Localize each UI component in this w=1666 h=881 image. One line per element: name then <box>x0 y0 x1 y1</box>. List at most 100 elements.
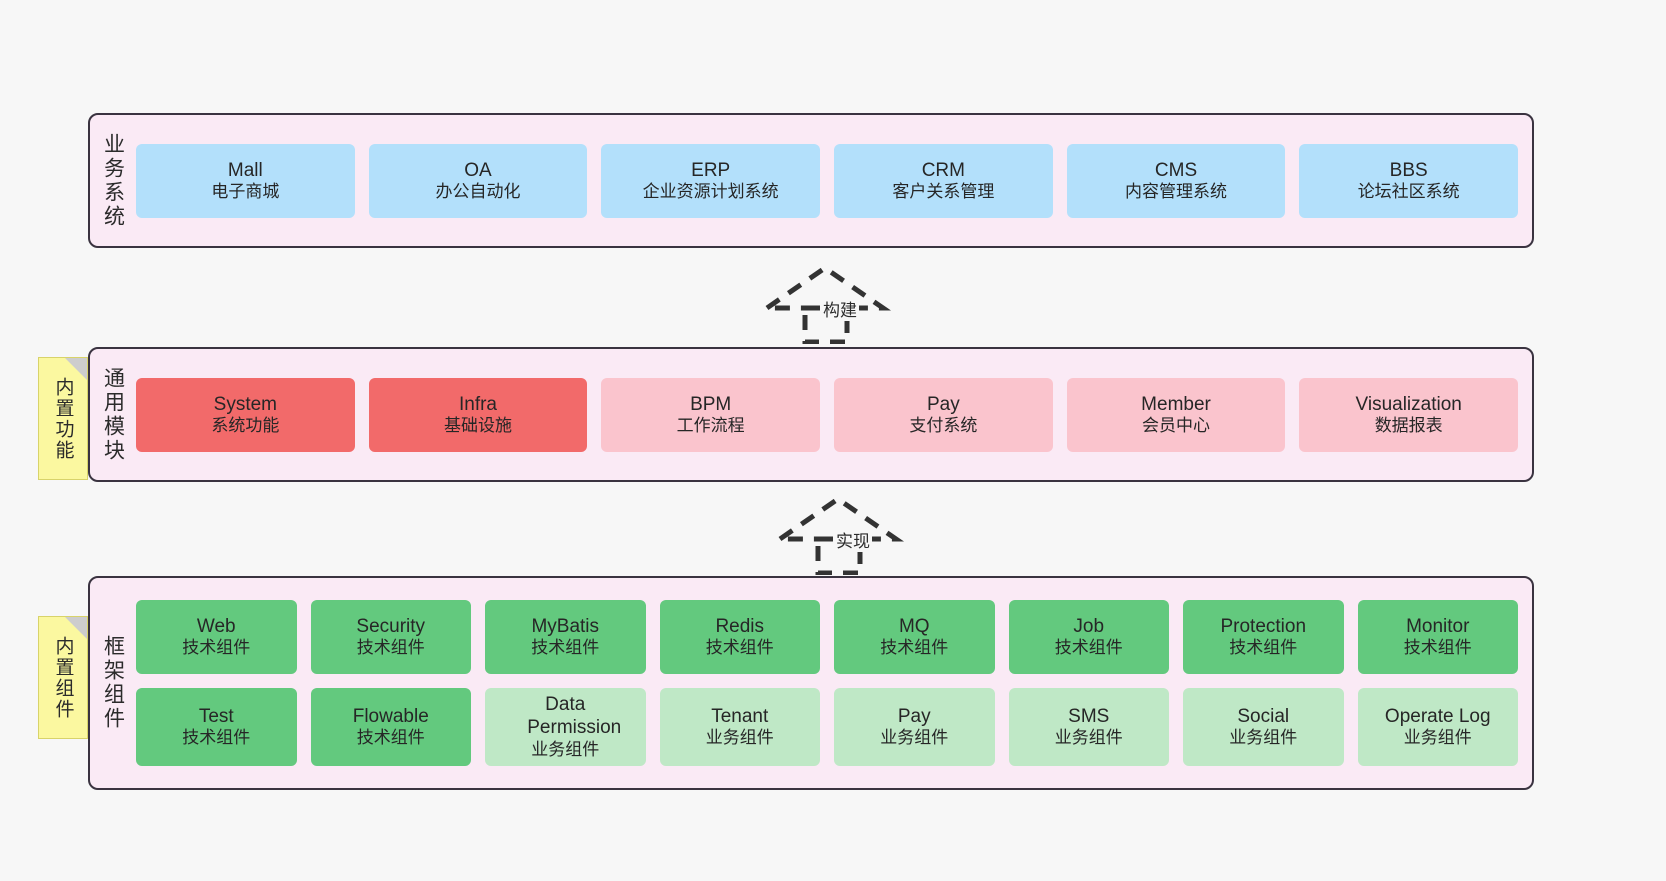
node-subtitle: 业务组件 <box>1054 728 1123 748</box>
node-pay-module[interactable]: Pay 支付系统 <box>834 377 1053 452</box>
node-subtitle: 业务组件 <box>531 739 600 759</box>
node-bbs[interactable]: BBS 论坛社区系统 <box>1299 143 1519 218</box>
node-bpm[interactable]: BPM 工作流程 <box>601 377 821 452</box>
node-test[interactable]: Test 技术组件 <box>136 688 297 766</box>
node-title: Pay <box>926 393 960 415</box>
node-row: Web 技术组件 Security 技术组件 MyBatis 技术组件 Redi… <box>136 600 1518 674</box>
sticky-fold-corner <box>65 358 87 380</box>
connector-build-label: 构建 <box>821 296 859 321</box>
node-mall[interactable]: Mall 电子商城 <box>136 143 355 218</box>
layer-title-common-modules: 通用模块 <box>101 366 125 463</box>
node-title: Member <box>1141 393 1211 415</box>
layer-body-business-systems: Mall 电子商城 OA 办公自动化 ERP 企业资源计划系统 CRM 客户关系… <box>136 115 1532 246</box>
node-title: BBS <box>1389 159 1428 181</box>
node-title: Security <box>356 616 426 638</box>
node-title: Monitor <box>1406 616 1470 638</box>
node-subtitle: 技术组件 <box>531 638 600 658</box>
node-title: Flowable <box>352 706 429 728</box>
node-oa[interactable]: OA 办公自动化 <box>368 143 588 218</box>
node-title: Redis <box>715 616 765 638</box>
node-subtitle: 会员中心 <box>1142 415 1211 435</box>
node-subtitle: 业务组件 <box>1403 728 1472 748</box>
node-crm[interactable]: CRM 客户关系管理 <box>834 143 1053 218</box>
layer-title-business-systems: 业务系统 <box>101 132 125 229</box>
node-job[interactable]: Job 技术组件 <box>1008 600 1169 674</box>
node-subtitle: 技术组件 <box>182 638 251 658</box>
node-subtitle: 技术组件 <box>1054 638 1123 658</box>
node-row: Test 技术组件 Flowable 技术组件 Data Permission … <box>136 688 1518 766</box>
node-title: Social <box>1237 706 1290 728</box>
node-title: BPM <box>690 393 732 415</box>
implement-arrow-icon <box>771 495 905 576</box>
node-member[interactable]: Member 会员中心 <box>1066 377 1286 452</box>
node-subtitle: 业务组件 <box>705 728 774 748</box>
node-title: Protection <box>1220 616 1307 638</box>
node-title: OA <box>464 159 492 181</box>
sticky-note-builtin-function: 内置功能 <box>38 357 88 480</box>
node-subtitle: 业务组件 <box>880 728 949 748</box>
node-title: ERP <box>691 159 731 181</box>
node-title: Infra <box>458 393 498 415</box>
node-title: MyBatis <box>531 616 600 638</box>
sticky-fold-corner <box>65 617 87 639</box>
node-title: System <box>213 393 278 415</box>
node-subtitle: 系统功能 <box>211 415 280 435</box>
layer-body-common-modules: System 系统功能 Infra 基础设施 BPM 工作流程 Pay 支付系统… <box>136 349 1532 480</box>
node-flowable[interactable]: Flowable 技术组件 <box>310 688 471 766</box>
node-subtitle: 论坛社区系统 <box>1357 181 1460 201</box>
node-subtitle: 业务组件 <box>1229 728 1298 748</box>
node-monitor[interactable]: Monitor 技术组件 <box>1357 600 1518 674</box>
node-social[interactable]: Social 业务组件 <box>1183 688 1344 766</box>
node-subtitle: 电子商城 <box>211 181 280 201</box>
node-security[interactable]: Security 技术组件 <box>310 600 471 674</box>
node-data-permission[interactable]: Data Permission 业务组件 <box>485 688 646 766</box>
layer-business-systems: 业务系统 Mall 电子商城 OA 办公自动化 ERP 企业资源计划系统 CRM… <box>88 113 1534 248</box>
sticky-note-label: 内置功能 <box>52 376 74 461</box>
layer-title-framework-components: 框架组件 <box>101 635 125 731</box>
node-title: Web <box>196 616 236 638</box>
node-tenant[interactable]: Tenant 业务组件 <box>659 688 820 766</box>
node-subtitle: 基础设施 <box>444 415 512 435</box>
node-title: CRM <box>921 159 965 181</box>
node-title: SMS <box>1068 706 1110 728</box>
node-subtitle: 技术组件 <box>182 728 251 748</box>
node-subtitle: 技术组件 <box>356 728 425 748</box>
node-subtitle: 工作流程 <box>676 415 745 435</box>
node-mq[interactable]: MQ 技术组件 <box>834 600 995 674</box>
node-title: Pay <box>897 706 931 728</box>
node-row: System 系统功能 Infra 基础设施 BPM 工作流程 Pay 支付系统… <box>136 377 1519 452</box>
node-subtitle: 办公自动化 <box>435 181 521 201</box>
node-subtitle: 企业资源计划系统 <box>642 181 779 201</box>
node-subtitle: 技术组件 <box>880 638 949 658</box>
node-sms[interactable]: SMS 业务组件 <box>1008 688 1169 766</box>
node-title: Tenant <box>711 706 769 728</box>
node-title: Job <box>1073 616 1105 638</box>
node-row: Mall 电子商城 OA 办公自动化 ERP 企业资源计划系统 CRM 客户关系… <box>136 143 1519 218</box>
node-subtitle: 技术组件 <box>356 638 425 658</box>
node-subtitle: 技术组件 <box>705 638 774 658</box>
node-title: Data Permission <box>527 694 622 738</box>
node-protection[interactable]: Protection 技术组件 <box>1183 600 1344 674</box>
node-title: Visualization <box>1355 393 1462 415</box>
node-subtitle: 数据报表 <box>1374 415 1443 435</box>
connector-implement: 实现 <box>768 493 928 576</box>
node-operate-log[interactable]: Operate Log 业务组件 <box>1357 688 1518 766</box>
node-erp[interactable]: ERP 企业资源计划系统 <box>601 143 821 218</box>
node-pay-component[interactable]: Pay 业务组件 <box>834 688 995 766</box>
node-web[interactable]: Web 技术组件 <box>136 600 297 674</box>
node-title: CMS <box>1154 159 1198 181</box>
node-redis[interactable]: Redis 技术组件 <box>659 600 820 674</box>
node-subtitle: 客户关系管理 <box>892 181 995 201</box>
node-title: Test <box>198 706 234 728</box>
node-mybatis[interactable]: MyBatis 技术组件 <box>485 600 646 674</box>
node-visualization[interactable]: Visualization 数据报表 <box>1299 377 1519 452</box>
node-subtitle: 技术组件 <box>1229 638 1298 658</box>
node-system[interactable]: System 系统功能 <box>136 377 355 452</box>
layer-body-framework-components: Web 技术组件 Security 技术组件 MyBatis 技术组件 Redi… <box>136 578 1532 788</box>
node-infra[interactable]: Infra 基础设施 <box>368 377 588 452</box>
sticky-note-label: 内置组件 <box>52 635 74 720</box>
connector-build: 构建 <box>755 262 915 345</box>
node-cms[interactable]: CMS 内容管理系统 <box>1066 143 1286 218</box>
node-title: Mall <box>227 159 263 181</box>
